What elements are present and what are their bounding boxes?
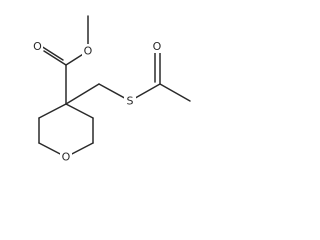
ester-carbonyl-double-bond-b <box>40 45 64 61</box>
ring-oxygen-label: O <box>62 151 71 164</box>
ester-carbonyl-double-bond-a <box>43 50 67 66</box>
bond-thio-carbonyl-methyl <box>159 83 191 102</box>
bond-c4-methylene <box>65 83 100 105</box>
ring-bond-c4-c3 <box>38 103 67 119</box>
ester-oxygen-label: O <box>84 45 93 58</box>
ring-bond-c5-c4 <box>65 103 94 119</box>
structure-diagram: O O O S O <box>32 15 191 164</box>
sulfur-label: S <box>127 95 134 108</box>
carbonyl-oxygen-label: O <box>33 40 42 53</box>
thioester-oxygen-label: O <box>153 40 162 53</box>
